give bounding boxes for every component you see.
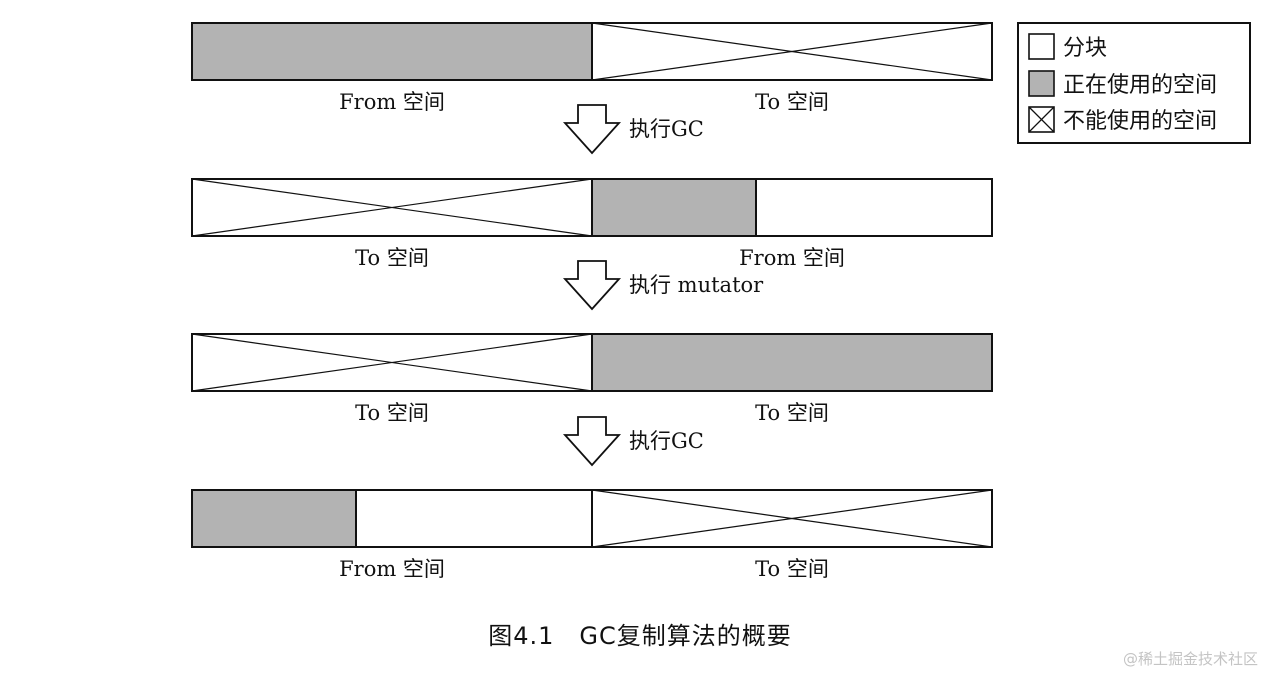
figure-caption: 图4.1 GC复制算法的概要 (488, 622, 792, 650)
unusable-cross-line (191, 333, 593, 392)
used-space-fill (592, 179, 756, 236)
legend-box (1017, 22, 1251, 144)
legend-used-swatch (1028, 70, 1055, 97)
space-label-from: From 空间 (339, 557, 445, 581)
space-label-from: From 空间 (339, 90, 445, 114)
step-label: 执行 mutator (629, 273, 764, 297)
down-arrow-icon (562, 104, 622, 155)
space-label-to: To 空间 (355, 401, 429, 425)
step-label: 执行GC (629, 429, 704, 453)
space-label-to: To 空间 (755, 90, 829, 114)
memory-row-3 (191, 333, 993, 392)
unusable-cross-line (191, 178, 593, 237)
watermark: @稀土掘金技术社区 (1122, 650, 1258, 668)
legend-label: 不能使用的空间 (1063, 109, 1217, 134)
used-space-fill (192, 490, 356, 547)
heap-outline (191, 178, 993, 237)
down-arrow-icon (562, 416, 622, 467)
heap-outline (191, 333, 993, 392)
legend-label: 正在使用的空间 (1063, 73, 1217, 98)
memory-row-2 (191, 178, 993, 237)
space-label-to: To 空间 (755, 401, 829, 425)
memory-row-4 (191, 489, 993, 548)
space-label-from: From 空间 (739, 246, 845, 270)
space-label-to: To 空间 (755, 557, 829, 581)
heap-outline (191, 489, 993, 548)
used-space-fill (592, 334, 992, 391)
space-label-to: To 空间 (355, 246, 429, 270)
unusable-cross-line (591, 489, 993, 548)
used-space-fill (192, 23, 592, 80)
legend-block-swatch (1028, 33, 1055, 60)
heap-outline (191, 22, 993, 81)
step-label: 执行GC (629, 117, 704, 141)
legend-label: 分块 (1063, 36, 1107, 61)
down-arrow-icon (562, 260, 622, 311)
unusable-cross-line (591, 22, 993, 81)
legend-cross-line (1028, 106, 1055, 133)
memory-row-1 (191, 22, 993, 81)
